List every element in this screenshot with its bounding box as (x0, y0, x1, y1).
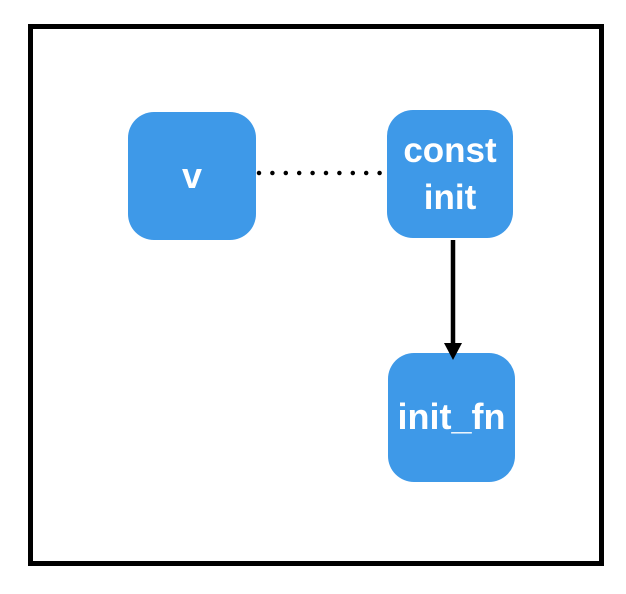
node-init-fn-label: init_fn (397, 396, 506, 438)
node-v: v (128, 112, 256, 240)
node-init-fn: init_fn (388, 353, 515, 482)
node-v-label: v (181, 154, 203, 196)
diagram-frame (28, 24, 604, 566)
node-const-init: const init (387, 110, 513, 238)
node-const-init-label-line1: const (403, 131, 497, 170)
node-const-init-label-line2: init (423, 178, 477, 217)
